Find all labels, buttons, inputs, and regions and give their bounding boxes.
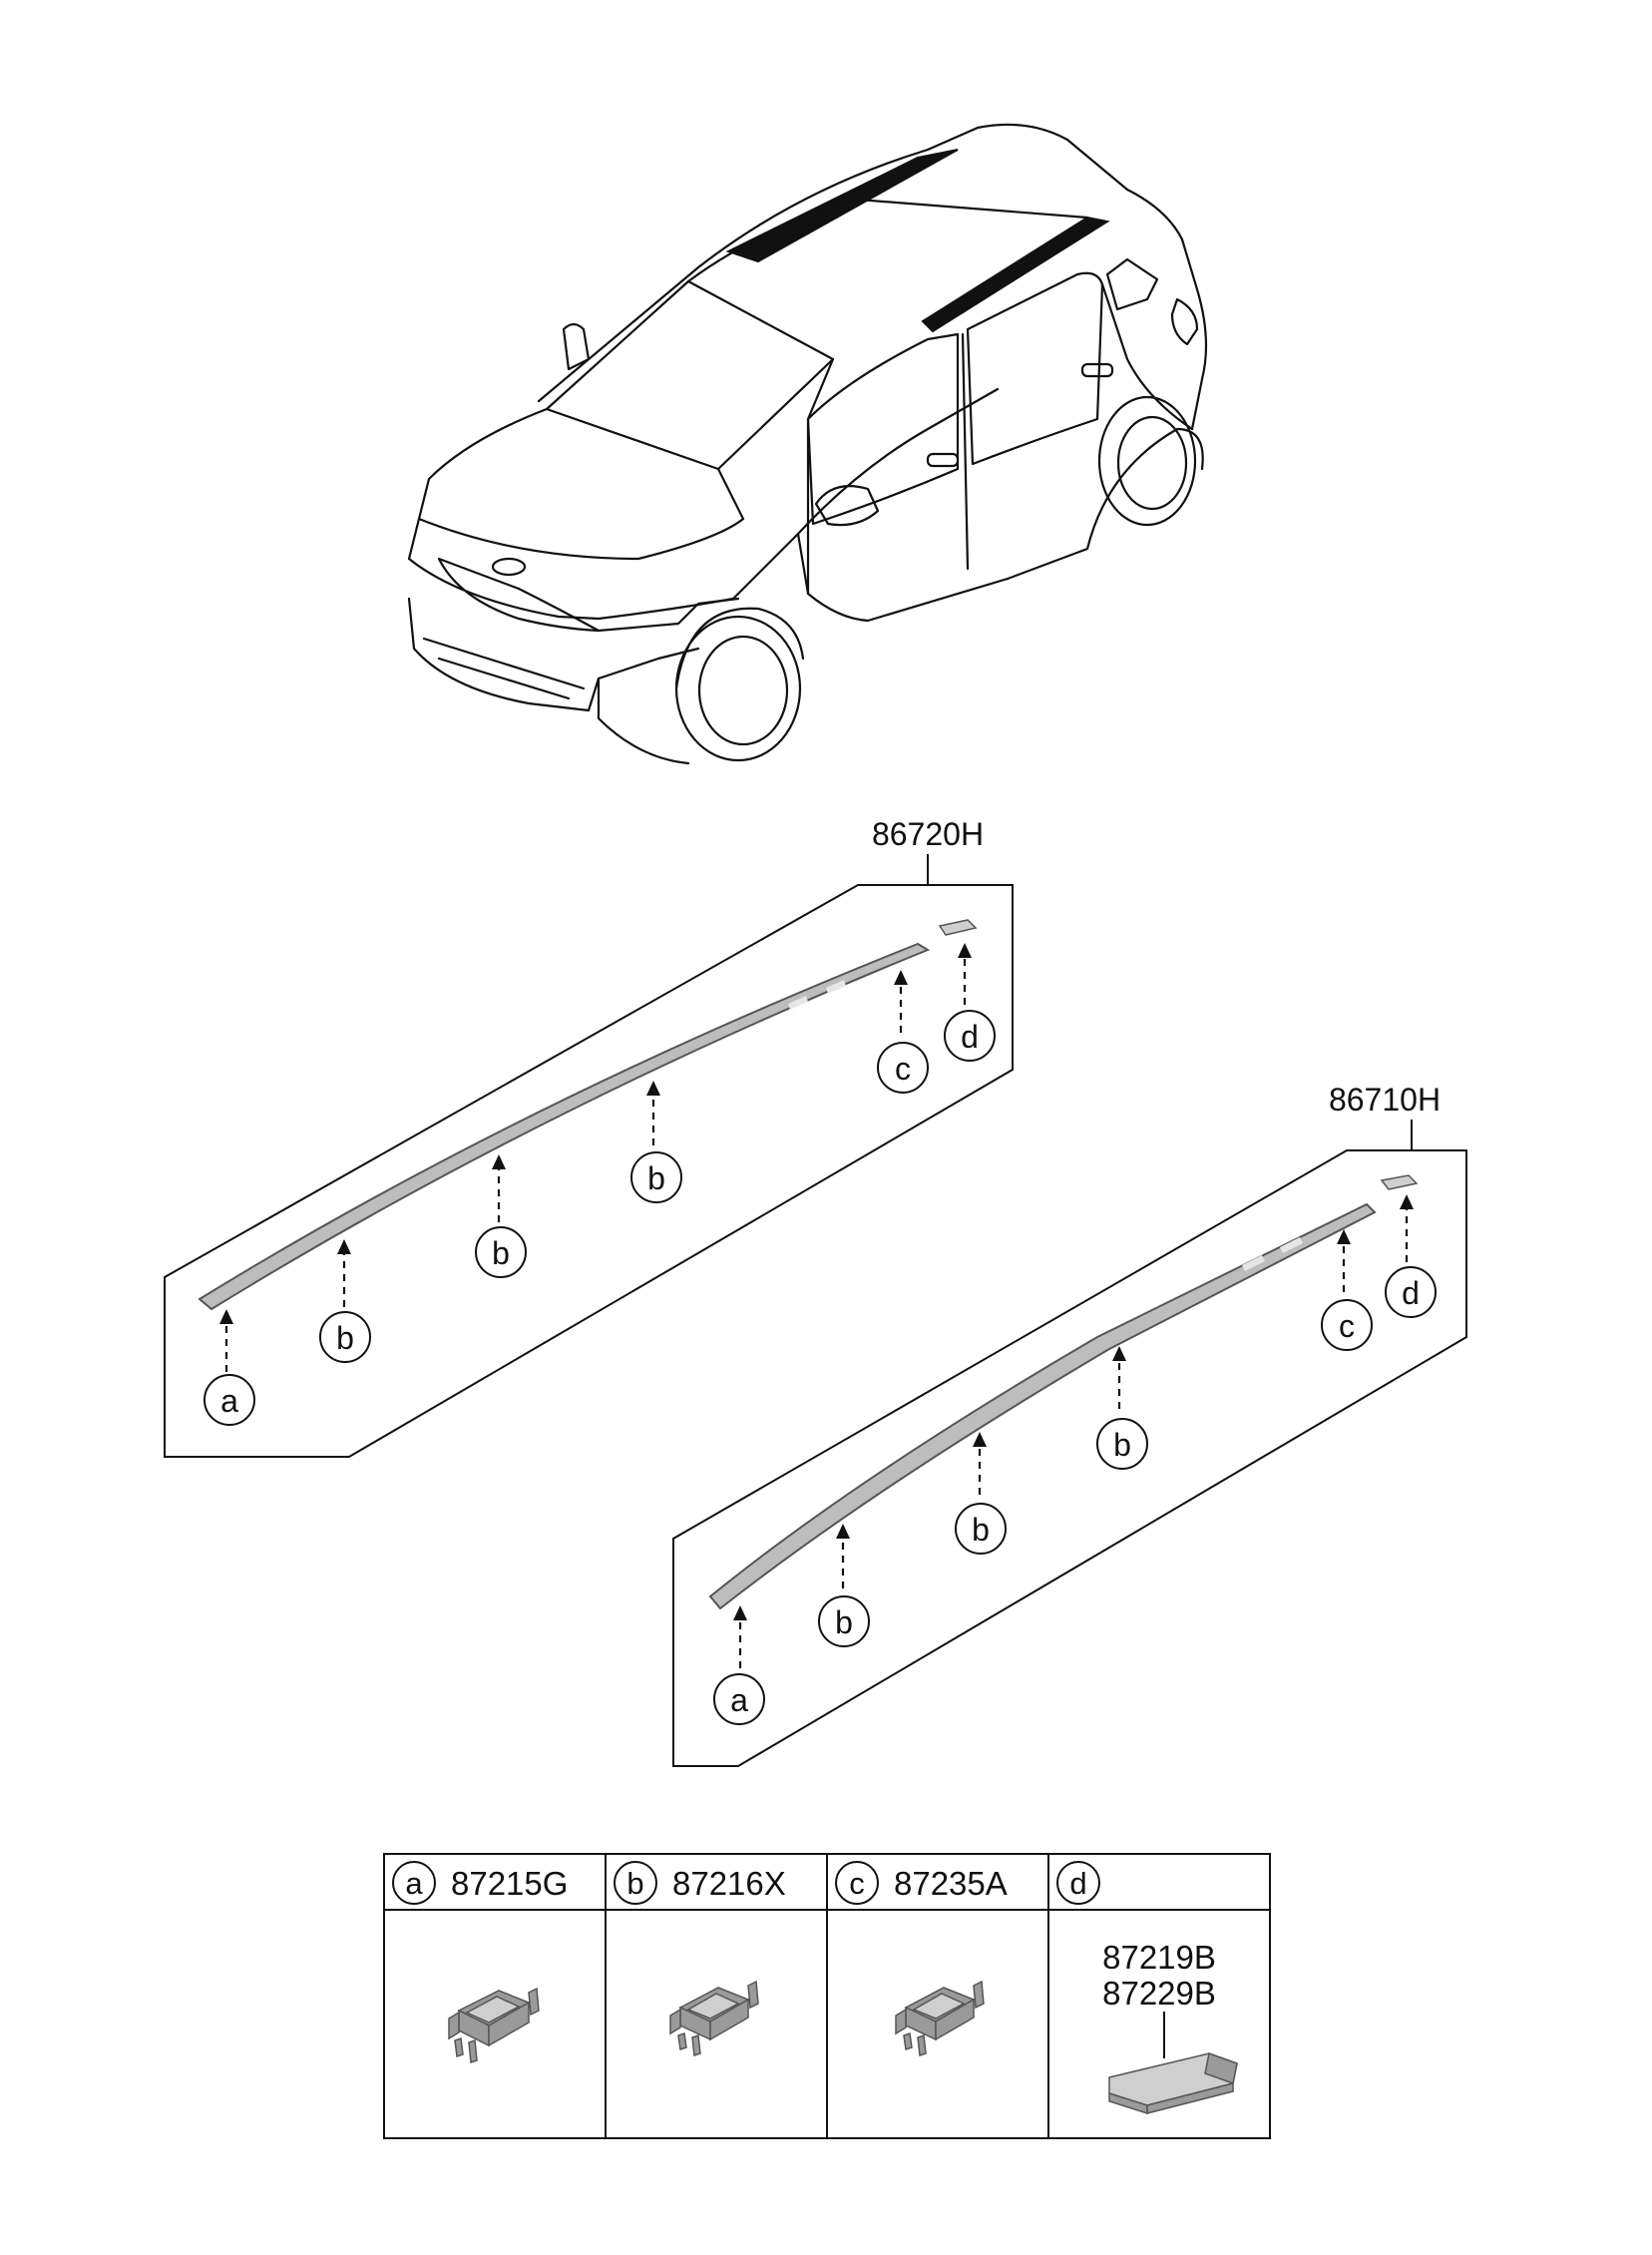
assembly-part-number: 86720H	[872, 816, 984, 852]
svg-text:a: a	[220, 1383, 238, 1419]
legend-part-number: 87215G	[451, 1865, 568, 1902]
clip-a-part	[448, 1987, 540, 2064]
svg-text:b: b	[972, 1512, 990, 1548]
end-cap-part	[938, 919, 978, 936]
callout-arrows	[219, 943, 972, 1372]
svg-text:d: d	[961, 1019, 979, 1055]
svg-text:b: b	[492, 1235, 510, 1271]
svg-text:b: b	[336, 1320, 354, 1356]
end-cap-d-part	[1108, 2052, 1238, 2115]
svg-text:b: b	[647, 1160, 665, 1196]
svg-text:c: c	[849, 1866, 865, 1901]
clip-b-part	[669, 1980, 759, 2057]
svg-text:d: d	[1402, 1275, 1420, 1311]
assembly-part-number: 86710H	[1329, 1082, 1441, 1118]
roof-rail	[708, 1202, 1377, 1610]
callout-c: c	[877, 1042, 929, 1094]
assembly-86720h: 86720H a b b b c d	[164, 816, 1014, 1458]
legend-header-c: c 87235A	[835, 1861, 1008, 1905]
svg-text:b: b	[835, 1604, 853, 1640]
callout-b: b	[630, 1151, 682, 1203]
legend-header-b: b 87216X	[614, 1861, 786, 1905]
legend-part-number: 87219B	[1102, 1939, 1216, 1976]
assembly-frame	[672, 1149, 1467, 1767]
callout-b: b	[955, 1503, 1007, 1555]
callout-b: b	[1096, 1418, 1148, 1470]
callout-a: a	[713, 1673, 765, 1725]
callout-a: a	[204, 1374, 255, 1426]
svg-text:d: d	[1069, 1866, 1086, 1901]
legend-part-number: 87235A	[894, 1865, 1008, 1902]
end-cap-part	[1380, 1174, 1419, 1190]
legend-header-d: d	[1056, 1861, 1100, 1905]
svg-text:a: a	[730, 1682, 748, 1718]
svg-text:a: a	[405, 1866, 423, 1901]
callout-c: c	[1321, 1299, 1373, 1351]
svg-text:b: b	[1113, 1427, 1131, 1463]
roof-rail	[198, 942, 931, 1311]
svg-text:c: c	[895, 1051, 911, 1087]
callout-b: b	[818, 1595, 870, 1647]
assembly-frame	[164, 884, 1014, 1458]
legend-header-a: a 87215G	[392, 1861, 568, 1905]
callout-d: d	[1385, 1266, 1437, 1318]
svg-text:c: c	[1339, 1308, 1355, 1344]
callout-d: d	[944, 1010, 996, 1062]
vehicle-illustration	[407, 123, 1208, 765]
clip-c-part	[895, 1980, 985, 2057]
callout-b: b	[475, 1226, 527, 1278]
assembly-86710h: 86710H a b b b c d	[672, 1082, 1467, 1767]
legend-part-number: 87229B	[1102, 1975, 1216, 2012]
legend-table: a 87215G b 87216X c 87235A d	[383, 1853, 1271, 2139]
callout-b: b	[319, 1311, 371, 1363]
callout-arrows	[733, 1194, 1414, 1668]
svg-text:b: b	[626, 1866, 643, 1901]
legend-part-number: 87216X	[672, 1865, 786, 1902]
